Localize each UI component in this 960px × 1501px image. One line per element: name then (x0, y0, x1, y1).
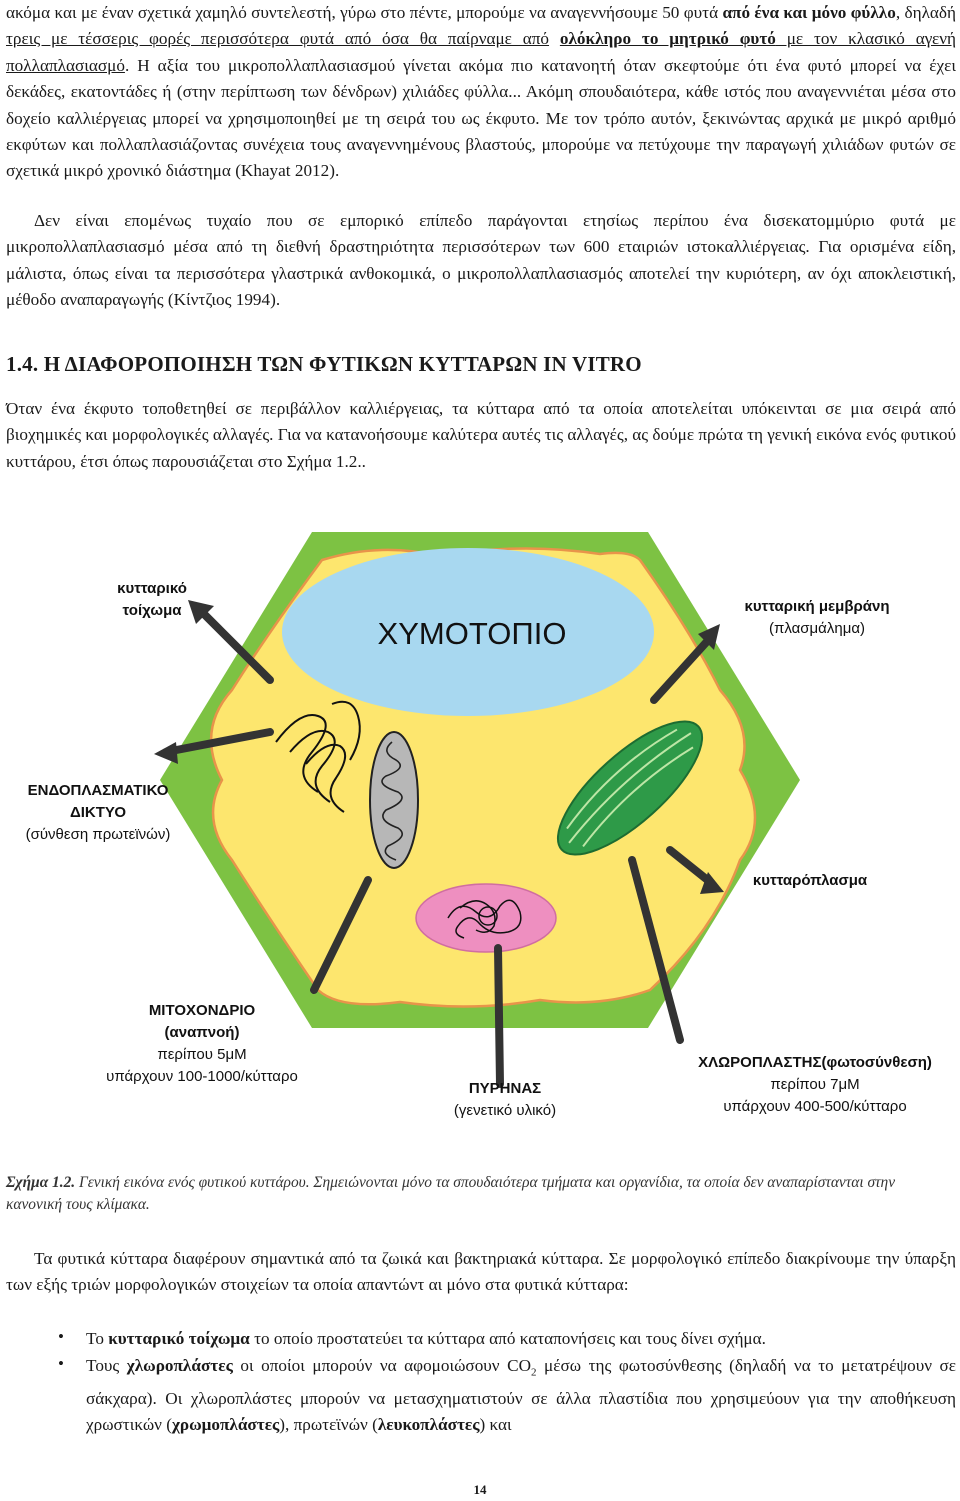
label-membrane: κυτταρική μεμβράνη (πλασμάλημα) (712, 596, 922, 640)
label-mitochondrion: ΜΙΤΟΧΟΝΔΡΙΟ (αναπνοή) περίπου 5μΜ υπάρχο… (70, 1000, 334, 1088)
b2-bold3: λευκοπλάστες (377, 1415, 480, 1435)
intro-underline-1: τρεις με τέσσερις φορές περισσότερα φυτά… (6, 29, 550, 49)
label-er-2: ΔΙΚΤΥΟ (69, 804, 127, 821)
caption-label: Σχήμα 1.2. (6, 1174, 76, 1191)
nucleus-shape (415, 883, 557, 953)
label-mito-3: περίπου 5μΜ (157, 1046, 247, 1063)
nucleus-chromatin (447, 899, 522, 939)
b1-pre: Το (86, 1329, 109, 1348)
label-er-1: ΕΝΔΟΠΛΑΣΜΑΤΙΚΟ (27, 782, 169, 799)
intro-bold-underline: ολόκληρο το μητρικό φυτό (559, 29, 776, 49)
label-chloro-3: υπάρχουν 400-500/κύτταρο (723, 1098, 907, 1115)
label-mito-4: υπάρχουν 100-1000/κύτταρο (106, 1068, 298, 1085)
b2-bold2: χρωμοπλάστες (171, 1415, 280, 1435)
intro-paragraph: ακόμα και με έναν σχετικά χαμηλό συντελε… (6, 0, 956, 185)
b2-mid3: ), πρωτεϊνών ( (279, 1415, 378, 1435)
label-cell-wall-1: κυτταρικό (117, 580, 187, 597)
label-chloroplast: ΧΛΩΡΟΠΛΑΣΤΗΣ(φωτοσύνθεση) περίπου 7μΜ υπ… (670, 1052, 960, 1118)
intro-text-1: ακόμα και με έναν σχετικά χαμηλό συντελε… (6, 3, 723, 22)
paragraph-2: Δεν είναι επομένως τυχαίο που σε εμπορικ… (6, 211, 956, 310)
b2-post: ) και (479, 1415, 512, 1435)
intro-text-3: . Η αξία του μικροπολλαπλασιασμού γίνετα… (6, 55, 956, 181)
b1-bold: κυτταρικό τοίχωμα (108, 1329, 250, 1348)
caption-text: Γενική εικόνα ενός φυτικού κυττάρου. Σημ… (6, 1174, 896, 1213)
label-membrane-2: (πλασμάλημα) (768, 620, 865, 637)
vacuole-label: ΧΥΜΟΤΟΠΙΟ (378, 616, 567, 651)
bullet-mark-1: • (58, 1327, 64, 1346)
label-cytoplasm: κυτταρόπλασμα (720, 870, 900, 892)
label-nucleus-2: (γενετικό υλικό) (453, 1102, 557, 1119)
intro-text-2: , δηλαδή (895, 3, 957, 22)
intro-bold-1: από ένα και μόνο φύλλο (722, 3, 896, 22)
label-cell-wall-2: τοίχωμα (122, 602, 182, 619)
b2-bold: χλωροπλάστες (126, 1356, 233, 1375)
label-chloro-1: ΧΛΩΡΟΠΛΑΣΤΗΣ(φωτοσύνθεση) (698, 1054, 932, 1071)
bullet-item-2: Τους χλωροπλάστες οι οποίοι μπορούν να α… (86, 1353, 956, 1439)
bullet-mark-2: • (58, 1354, 64, 1373)
intro-underline-2: με τον κλασικό αγενή πολλαπλασιασμό (6, 29, 957, 75)
label-membrane-1: κυτταρική μεμβράνη (744, 598, 890, 615)
page-number: 14 (473, 1482, 487, 1497)
b2-sub: 2 (531, 1366, 537, 1379)
label-mito-1: ΜΙΤΟΧΟΝΔΡΙΟ (148, 1002, 256, 1019)
chloroplast-shape (556, 720, 704, 856)
figure-caption: Σχήμα 1.2. Γενική εικόνα ενός φυτικού κυ… (6, 1172, 940, 1216)
pointer-arrowheads (154, 600, 724, 894)
paragraph-3: Όταν ένα έκφυτο τοποθετηθεί σε περιβάλλο… (6, 399, 956, 471)
b2-mid2: μέσω της φωτοσύνθεσης (δηλαδή να το μετα… (86, 1356, 956, 1435)
paragraph-4: Τα φυτικά κύτταρα διαφέρουν σημαντικά απ… (6, 1249, 956, 1295)
bullet-item-1: Το κυτταρικό τοίχωμα το οποίο προστατεύε… (86, 1326, 956, 1352)
label-nucleus: ΠΥΡΗΝΑΣ (γενετικό υλικό) (420, 1078, 590, 1122)
label-er-3: (σύνθεση πρωτεϊνών) (25, 826, 171, 843)
label-mito-2: (αναπνοή) (164, 1024, 240, 1041)
pointer-arrows (162, 606, 716, 1088)
label-cytoplasm-text: κυτταρόπλασμα (752, 872, 868, 889)
section-heading: 1.4. Η ΔΙΑΦΟΡΟΠΟΙΗΣΗ ΤΩΝ ΦΥΤΙΚΩΝ ΚΥΤΤΑΡΩ… (6, 352, 642, 376)
er-squiggles (275, 700, 361, 813)
b2-pre: Τους (86, 1356, 127, 1375)
b2-mid: οι οποίοι μπορούν να αφομοιώσουν CO (232, 1356, 531, 1375)
plant-cell-diagram: ΧΥΜΟΤΟΠΙΟ (154, 532, 800, 1088)
b1-post: το οποίο προστατεύει τα κύτταρα από κατα… (249, 1329, 766, 1348)
vacuole-shape (282, 548, 654, 716)
mitochondrion-shape (369, 731, 419, 869)
label-cell-wall: κυτταρικό τοίχωμα (92, 578, 212, 622)
label-er: ΕΝΔΟΠΛΑΣΜΑΤΙΚΟ ΔΙΚΤΥΟ (σύνθεση πρωτεϊνών… (8, 780, 188, 846)
label-nucleus-1: ΠΥΡΗΝΑΣ (468, 1080, 542, 1097)
label-chloro-2: περίπου 7μΜ (770, 1076, 860, 1093)
